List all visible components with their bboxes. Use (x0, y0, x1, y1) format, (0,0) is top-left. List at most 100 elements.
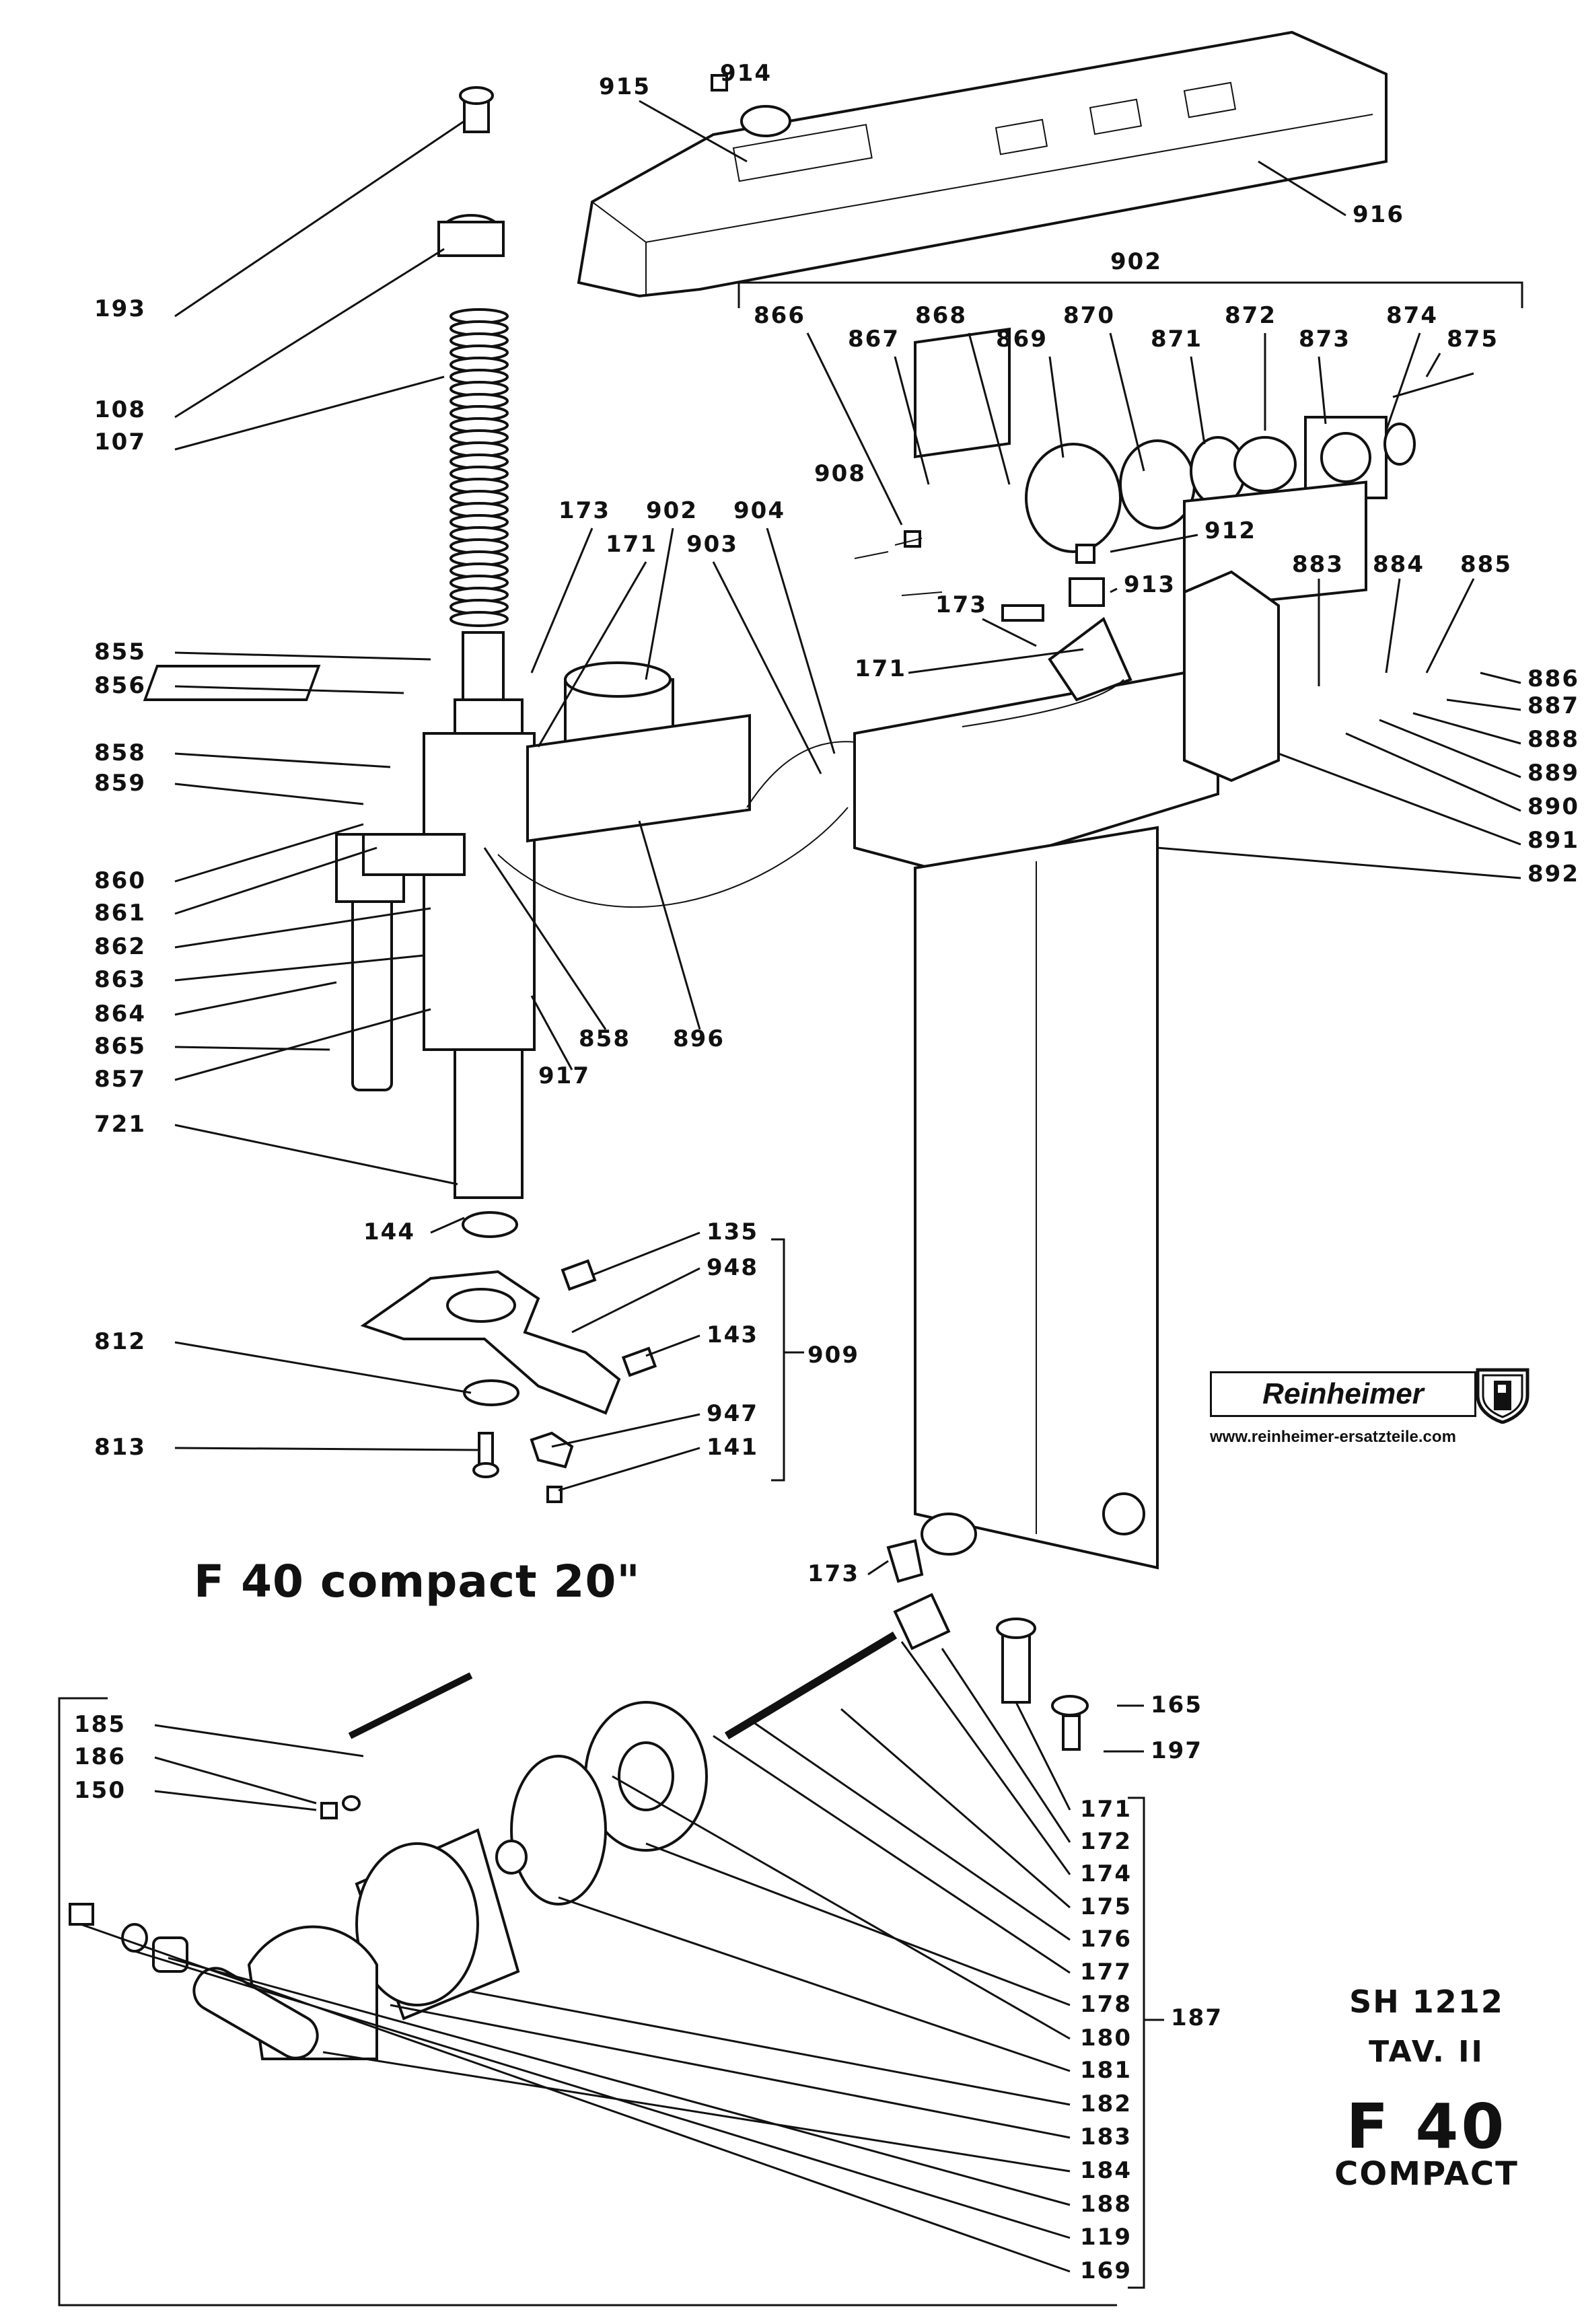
leader-line-p948 (571, 1267, 700, 1334)
motor-assembly-drawing (854, 327, 1474, 622)
part-label-p169: 169 (1080, 2257, 1132, 2284)
leader-line-p912 (1110, 534, 1198, 553)
leader-line-p721 (174, 1124, 458, 1186)
leader-line-p915 (639, 100, 748, 163)
part-label-p884: 884 (1373, 551, 1425, 578)
part-label-p871: 871 (1151, 326, 1202, 353)
leader-line-p182 (470, 1990, 1071, 2106)
leader-line-p171_bot (1015, 1702, 1071, 1811)
part-label-p183: 183 (1080, 2123, 1132, 2150)
leader-line-p867 (894, 356, 930, 485)
leader-line-p888 (1412, 712, 1521, 745)
part-label-p173_mid: 173 (935, 591, 987, 618)
leader-line-p173_top (530, 528, 593, 674)
leader-line-p169 (80, 1923, 1071, 2273)
part-label-p178: 178 (1080, 1991, 1132, 2018)
leader-line-p174 (900, 1641, 1071, 1875)
leader-line-p812 (174, 1341, 472, 1394)
part-label-p889: 889 (1527, 760, 1579, 787)
part-label-p135: 135 (707, 1219, 758, 1245)
leader-line-p181 (558, 1896, 1071, 2072)
leader-line-p178 (645, 1842, 1071, 2006)
part-label-p870: 870 (1063, 302, 1115, 329)
part-label-p885: 885 (1460, 551, 1512, 578)
leader-line-p143 (645, 1334, 700, 1357)
leader-line-p856 (174, 685, 404, 694)
part-label-p182: 182 (1080, 2091, 1132, 2117)
part-label-p915: 915 (599, 73, 651, 100)
part-label-p812: 812 (94, 1328, 146, 1355)
part-label-p193: 193 (94, 295, 146, 322)
sheet-info: SH 1212 TAV. II F 40 COMPACT (1312, 1984, 1541, 2190)
part-label-p177: 177 (1080, 1959, 1132, 1986)
part-label-p890: 890 (1527, 793, 1579, 820)
part-label-p874: 874 (1386, 302, 1438, 329)
leader-line-p917 (530, 995, 573, 1070)
leader-line-p171_mid (908, 648, 1084, 674)
part-label-p171_mid: 171 (855, 655, 906, 682)
leader-line-p860 (174, 823, 364, 883)
part-label-p859: 859 (94, 770, 146, 797)
leader-line-p193 (174, 120, 465, 318)
part-label-p867: 867 (848, 326, 900, 353)
part-label-p180: 180 (1080, 2025, 1132, 2051)
leader-line-p885 (1425, 578, 1475, 674)
part-label-p892: 892 (1527, 861, 1579, 887)
part-label-p860: 860 (94, 867, 146, 894)
part-label-p188: 188 (1080, 2191, 1132, 2218)
part-label-p866: 866 (754, 302, 805, 329)
part-label-p173_top: 173 (559, 497, 610, 524)
part-label-p887: 887 (1527, 692, 1579, 719)
sheet-model: F 40 (1346, 2091, 1507, 2163)
part-label-p197: 197 (1151, 1737, 1202, 1764)
part-label-p184: 184 (1080, 2157, 1132, 2184)
part-label-p891: 891 (1527, 827, 1579, 854)
leader-line-p869 (1048, 356, 1065, 458)
leader-line-p135 (591, 1231, 700, 1276)
part-label-p868: 868 (915, 302, 967, 329)
leader-line-p855 (174, 651, 431, 661)
part-label-p909: 909 (807, 1342, 859, 1369)
part-label-p187: 187 (1171, 2004, 1223, 2031)
part-label-p863: 863 (94, 966, 146, 993)
leader-line-p904 (766, 528, 836, 754)
part-label-p186: 186 (74, 1743, 126, 1770)
part-label-p856: 856 (94, 672, 146, 699)
part-label-p174: 174 (1080, 1860, 1132, 1887)
part-label-p107: 107 (94, 429, 146, 456)
part-label-p171_bot: 171 (1080, 1796, 1132, 1823)
part-label-p902_top: 902 (1110, 248, 1162, 275)
leader-line-p176 (753, 1721, 1071, 1941)
sheet-table: TAV. II (1369, 2035, 1484, 2069)
part-label-p143: 143 (707, 1321, 758, 1348)
leader-line-p862 (174, 907, 431, 949)
leader-line-p108 (174, 248, 445, 419)
leader-line-p913 (1110, 587, 1118, 593)
part-label-p181: 181 (1080, 2057, 1132, 2084)
leader-line-p150 (154, 1790, 317, 1811)
part-label-p873: 873 (1299, 326, 1351, 353)
leader-line-p186 (154, 1756, 317, 1805)
leader-line-p183 (390, 2004, 1071, 2139)
part-label-p865: 865 (94, 1033, 146, 1060)
part-label-p872: 872 (1225, 302, 1276, 329)
leader-line-p868 (968, 332, 1011, 485)
part-label-p947: 947 (707, 1400, 758, 1427)
leader-line-p858_b (483, 847, 607, 1030)
leader-line-p107 (174, 375, 445, 451)
part-label-p165: 165 (1151, 1692, 1202, 1718)
part-label-p858_b: 858 (579, 1025, 631, 1052)
leader-line-p173_mid (982, 618, 1037, 647)
part-label-p862: 862 (94, 933, 146, 960)
leader-line-p870 (1109, 332, 1145, 472)
part-label-p173_bot: 173 (807, 1560, 859, 1587)
leader-line-p903 (712, 561, 822, 774)
part-label-p108: 108 (94, 396, 146, 423)
leader-line-p184 (322, 2051, 1071, 2173)
part-label-p896: 896 (673, 1025, 725, 1052)
leader-line-p172 (941, 1648, 1071, 1843)
model-title: F 40 compact 20" (194, 1556, 641, 1607)
part-label-p176: 176 (1080, 1926, 1132, 1953)
leader-line-p947 (551, 1413, 700, 1448)
